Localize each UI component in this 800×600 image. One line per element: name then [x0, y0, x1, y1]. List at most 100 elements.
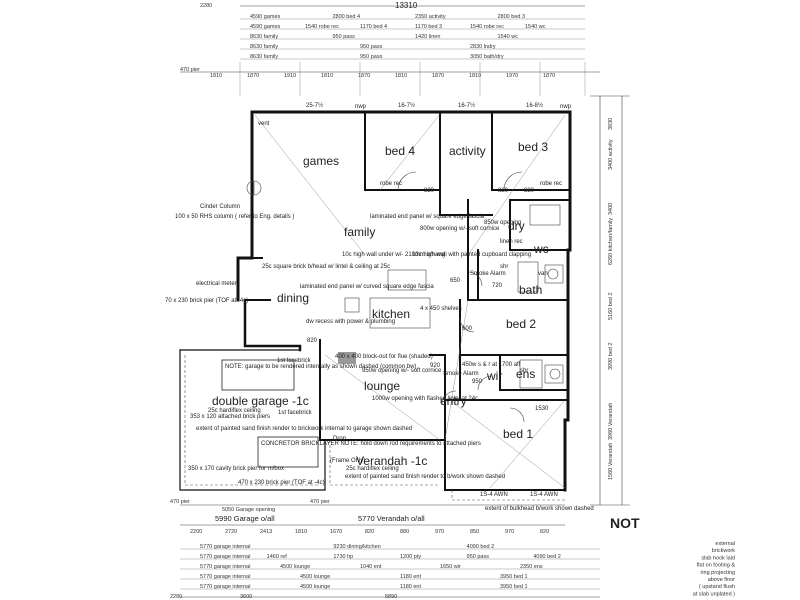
footer-dim-cell: 9230 dining/kitchen [333, 544, 380, 550]
overall-width: 13310 [395, 1, 418, 10]
header-dim-cell: 1540 wc [498, 34, 519, 40]
room-family: family [344, 225, 375, 239]
footer-bottom-b: 3600 [240, 594, 252, 600]
label-linen: linen rec [500, 239, 523, 245]
header-dim-cell: 950 pass [360, 54, 383, 60]
header-dim-cell: 2800 bed 3 [498, 14, 526, 20]
footer-dim-cell: 5770 garage internal [200, 584, 250, 590]
footer-dim-cell: 1180 ent [400, 584, 421, 590]
room-verandah: Verandah -1c [356, 454, 427, 468]
header-dim-cell: 1540 wc [525, 24, 546, 30]
right-dim-cell: 1560 Verandah [608, 443, 614, 480]
right-dim-cell: 6260 kitchen/family [608, 218, 614, 265]
label-ensuite: 450w s & r at 1700 aff [462, 362, 521, 368]
label-720: 720 [492, 283, 503, 289]
footer-dim-cell: 4500 lounge [300, 574, 330, 580]
footer-dim-cell: 5770 garage internal [200, 544, 250, 550]
label-rhs-column: 100 x 50 RHS column ( refer to Eng. deta… [175, 214, 294, 220]
footer-pier-2: 470 pier [310, 499, 330, 505]
label-drop: Drop [333, 436, 347, 442]
stair-note-line: ring projecting [700, 570, 735, 576]
stair-note-line: at slab unplated ) [693, 591, 735, 597]
label-robe-rec-bed3: robe rec [540, 181, 562, 187]
label-sand-note: extent of painted sand finish render to … [345, 474, 505, 480]
header-dim-cell: 4590 games [250, 14, 281, 20]
pier-dim-cell: 1870 [358, 73, 370, 79]
label-820-c: 820 [524, 188, 535, 194]
footer-dim-cell: 2350 ens [520, 564, 543, 570]
roof-lines [254, 113, 566, 489]
label-820-b: 820 [498, 188, 509, 194]
label-950: 950 [472, 379, 483, 385]
footer-bottom-a: 2280 [170, 594, 182, 600]
room-bed1: bed 1 [503, 427, 533, 441]
room-bed4: bed 4 [385, 144, 415, 158]
stair-note-line: external [715, 541, 735, 547]
footer-pier-cell: 970 [435, 529, 444, 535]
header-dim-cell: 950 pass [360, 44, 383, 50]
header-dim-cell: 1540 robe rec [305, 24, 339, 30]
annotations: nwp nwp vent 25-7½ 16-7½ 16-7½ 16-8½ rob… [165, 102, 594, 512]
room-ens: ens [516, 367, 535, 381]
right-dim-cell: 3400 [608, 203, 614, 215]
header-dim-cell: 2830 lndry [470, 44, 496, 50]
pier-dim-cell: 1870 [543, 73, 555, 79]
contractor-note-box [257, 436, 319, 468]
pier-dim-cell: 1870 [432, 73, 444, 79]
footer-dim-cell: 4500 lounge [280, 564, 310, 570]
right-dim-cell: 3830 [608, 118, 614, 130]
header-dim-cell: 8630 family [250, 34, 278, 40]
label-920: 920 [430, 363, 441, 369]
label-electrical: electrical meter [196, 281, 237, 287]
footer-dim-cell: 950 pass [467, 554, 490, 560]
room-entry: entry [440, 394, 467, 408]
footer-dim-cell: 5770 garage internal [200, 564, 250, 570]
label-smoke-2: Smoke Alarm [443, 371, 479, 377]
footer-pier-cell: 2413 [260, 529, 272, 535]
label-robe-rec-bed4: robe rec [380, 181, 402, 187]
stair-note-line: brickwork [712, 548, 735, 554]
label-1530: 1530 [535, 406, 549, 412]
footer-pier-cell: 970 [505, 529, 514, 535]
room-kitchen: kitchen [372, 307, 410, 321]
label-shelves: 4 x 450 shelves [420, 306, 462, 312]
footer-dim-cell: 1460 ref [267, 554, 288, 560]
footer-dimension-rows: 5770 garage internal 9230 dining/kitchen 4… [180, 544, 600, 590]
label-dim-b: 16-7½ [398, 102, 415, 109]
pier-dim-cell: 1810 [395, 73, 407, 79]
label-pier-bottom: 470 x 230 brick pier (TOF at -4c) [238, 480, 325, 486]
label-opening-800: 800w opening w/- soft cornice [420, 226, 500, 232]
footer-dim-cell: 1730 hp [333, 554, 353, 560]
label-nwp-right: nwp [560, 104, 572, 110]
stair-note-line: ( upstand flush [699, 584, 735, 590]
internal-walls [244, 111, 571, 441]
bottom-dimensions: 470 pier 470 pier 5050 Garage opening 59… [170, 499, 600, 600]
label-bulkhead: extent of bulkhead b/work shown dashed [485, 506, 594, 512]
room-garage: double garage -1c [212, 394, 309, 408]
header-dim-cell: 1170 bed 3 [415, 24, 442, 30]
footer-dim-cell: 1200 pty [400, 554, 421, 560]
header-dim-cell: 8630 family [250, 44, 278, 50]
label-nwp-top: nwp [355, 104, 367, 110]
label-brick-pier: 70 x 230 brick pier (TOF at -4c) [165, 298, 248, 304]
pier-dim-cell: 1870 [247, 73, 259, 79]
label-dim-a: 25-7½ [306, 102, 323, 109]
label-awn-2: 1S-4 AWN [530, 492, 558, 498]
header-dim-cell: 2350 activity [415, 14, 446, 20]
label-laminated-2: laminated end panel w/ curved square edg… [300, 284, 434, 290]
footer-garage-opening: 5050 Garage opening [222, 507, 275, 513]
footer-dim-cell: 5770 garage internal [200, 574, 250, 580]
label-smoke-1: Smoke Alarm [470, 271, 506, 277]
doors [397, 171, 525, 423]
label-highwall-2: 13c high wall with painted cupboard clap… [412, 252, 531, 258]
label-square-beam: 25c square brick b/head w/ lintel & ceil… [262, 264, 390, 270]
pier-label: 470 pier [180, 67, 200, 73]
header-dim-cell: 3050 bath/dry [470, 54, 504, 60]
